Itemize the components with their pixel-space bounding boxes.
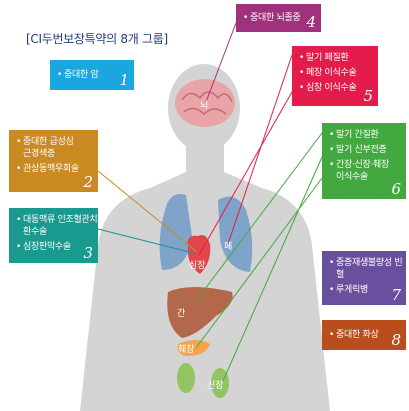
group-3-item: 심장판막수술 (16, 241, 92, 253)
group-6-item: 간장·신장·췌장 이식수술 (329, 159, 398, 183)
group-7-item: 중증재생불량성 빈혈 (329, 257, 408, 281)
group-1-item: 중대한 암 (57, 69, 128, 81)
left-kidney-shape (177, 363, 195, 393)
organ-label-lung: 폐 (224, 239, 232, 252)
diagram-title: [CI두번보장특약의 8개 그룹] (26, 30, 168, 47)
group-number-2: 2 (83, 175, 93, 190)
group-box-2: 중대한 급성심근경색증 관상동맥우회술 2 (9, 130, 98, 192)
group-2-item: 관상동맥우회술 (16, 163, 92, 175)
organ-label-brain: 뇌 (200, 98, 208, 111)
group-6-item: 말기 간질환 (329, 129, 400, 141)
group-6-item: 말기 신부전증 (329, 144, 400, 156)
organ-label-kidney: 신장 (207, 378, 224, 391)
group-number-1: 1 (119, 73, 129, 88)
group-2-item: 중대한 급성심근경색증 (16, 136, 81, 160)
group-5-item: 폐장 이식수술 (299, 67, 372, 79)
group-box-4: 중대한 뇌졸중 4 (236, 4, 321, 32)
group-8-item: 중대한 화상 (329, 329, 400, 341)
group-box-8: 중대한 화상 8 (322, 320, 406, 350)
group-7-item: 루게릭병 (329, 284, 400, 296)
group-box-3: 대동맥류 인조혈관치환수술 심장판막수술 3 (9, 208, 98, 263)
group-box-6: 말기 간질환 말기 신부전증 간장·신장·췌장 이식수술 6 (322, 123, 406, 199)
organ-label-heart: 심장 (189, 258, 206, 271)
group-5-item: 말기 폐질환 (299, 52, 372, 64)
group-number-7: 7 (391, 288, 401, 303)
group-box-7: 중증재생불량성 빈혈 루게릭병 7 (322, 251, 406, 305)
group-4-item: 중대한 뇌졸중 (243, 12, 315, 24)
group-number-3: 3 (83, 246, 93, 261)
organ-label-liver: 간 (177, 306, 185, 319)
group-number-8: 8 (391, 333, 401, 348)
organ-label-pancreas: 췌장 (178, 342, 195, 355)
group-5-item: 심장 이식수술 (299, 82, 372, 94)
group-number-5: 5 (363, 89, 373, 104)
group-box-5: 말기 폐질환 폐장 이식수술 심장 이식수술 5 (292, 46, 378, 106)
group-box-1: 중대한 암 1 (50, 60, 134, 90)
group-number-4: 4 (306, 15, 316, 30)
group-number-6: 6 (391, 182, 401, 197)
group-3-item: 대동맥류 인조혈관치환수술 (16, 214, 103, 238)
